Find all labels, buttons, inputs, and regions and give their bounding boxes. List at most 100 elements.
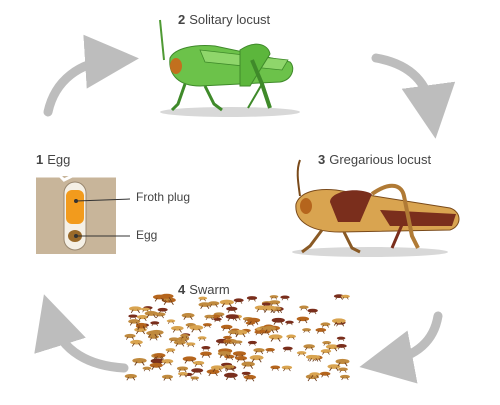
swarm-locust — [161, 359, 174, 366]
swarm-locust — [130, 339, 143, 347]
swarm-locust — [210, 365, 224, 373]
swarm-locust — [165, 348, 176, 354]
swarm-locust — [280, 295, 290, 301]
swarm-locust — [198, 296, 208, 302]
swarm-locust — [309, 372, 321, 379]
swarm-locust — [296, 316, 310, 324]
swarm-locust — [331, 318, 346, 326]
swarm-locust — [307, 354, 321, 362]
swarm-locust — [152, 294, 166, 302]
swarm-locust — [270, 365, 281, 371]
swarm-locust — [206, 369, 220, 377]
swarm-locust — [204, 314, 215, 321]
swarm-locust — [197, 336, 207, 341]
swarm-locust — [157, 307, 168, 314]
cycle-arrow-icon — [359, 311, 443, 384]
swarm-locust — [286, 334, 297, 340]
swarm-locust — [149, 362, 163, 370]
swarm-locust — [220, 324, 233, 332]
swarm-locust — [339, 374, 350, 381]
swarm-locust — [269, 295, 279, 300]
swarm-locust — [299, 305, 309, 311]
cycle-arrow-icon — [371, 53, 456, 139]
swarm-locust — [189, 325, 204, 333]
swarm-locust — [129, 306, 142, 314]
swarm-locust — [190, 376, 200, 381]
swarm-locust — [124, 333, 136, 340]
swarm-locust — [336, 344, 347, 350]
swarm-locust — [124, 374, 137, 381]
swarm-locust — [153, 353, 166, 360]
swarm-locust — [201, 346, 211, 351]
swarm-locust — [191, 368, 204, 375]
swarm-locust — [166, 319, 176, 324]
cycle-arrow-icon — [43, 34, 139, 117]
swarm-locust — [338, 367, 348, 373]
cycle-arrow-icon — [34, 294, 129, 373]
swarm-locust — [136, 314, 149, 322]
swarm-locust — [200, 351, 212, 358]
swarm-locust — [302, 328, 312, 333]
callout-egg: Egg — [136, 228, 158, 242]
swarm-locust — [315, 327, 327, 334]
swarm-locust — [246, 296, 258, 302]
gregarious-locust-icon — [292, 159, 460, 257]
swarm-icon — [124, 293, 350, 382]
swarm-locust — [246, 317, 261, 325]
swarm-locust — [285, 320, 294, 326]
swarm-locust — [249, 355, 264, 363]
swarm-locust — [193, 360, 205, 367]
swarm-locust — [217, 351, 231, 359]
swarm-locust — [303, 344, 316, 351]
swarm-locust — [226, 306, 238, 313]
swarm-locust — [135, 322, 147, 329]
swarm-locust — [202, 323, 212, 328]
swarm-locust — [223, 372, 238, 381]
swarm-locust — [227, 330, 239, 336]
swarm-locust — [146, 330, 160, 338]
swarm-locust — [176, 366, 189, 373]
swarm-locust — [247, 340, 257, 346]
swarm-locust — [150, 321, 160, 327]
swarm-locust — [223, 364, 235, 371]
swarm-locust — [243, 374, 257, 382]
swarm-locust — [213, 317, 222, 323]
swarm-locust — [281, 365, 293, 372]
swarm-locust — [161, 374, 174, 381]
swarm-locust — [142, 366, 152, 372]
swarm-locust — [262, 326, 277, 334]
swarm-locust — [233, 298, 244, 304]
swarm-locust — [128, 314, 138, 320]
swarm-locust — [180, 333, 189, 339]
swarm-locust — [171, 325, 184, 333]
swarm-locust — [241, 361, 255, 369]
swarm-locust — [225, 314, 239, 322]
callout-froth-plug: Froth plug — [136, 190, 191, 204]
swarm-locust — [186, 342, 196, 348]
swarm-locust — [177, 371, 188, 378]
swarm-locust — [128, 319, 141, 326]
swarm-locust — [336, 336, 346, 342]
swarm-locust — [132, 357, 147, 366]
swarm-locust — [198, 302, 212, 309]
swarm-locust — [144, 310, 158, 319]
swarm-locust — [268, 334, 283, 342]
swarm-locust — [320, 349, 332, 355]
swarm-locust — [271, 317, 285, 325]
swarm-locust — [296, 351, 307, 357]
swarm-locust — [241, 371, 251, 377]
swarm-locust — [223, 339, 232, 345]
swarm-locust — [282, 346, 293, 352]
swarm-locust — [253, 348, 265, 355]
swarm-locust — [262, 305, 277, 313]
swarm-locust — [320, 322, 331, 328]
swarm-locust — [319, 371, 331, 378]
swarm-locust — [219, 299, 234, 308]
swarm-locust — [235, 356, 248, 363]
